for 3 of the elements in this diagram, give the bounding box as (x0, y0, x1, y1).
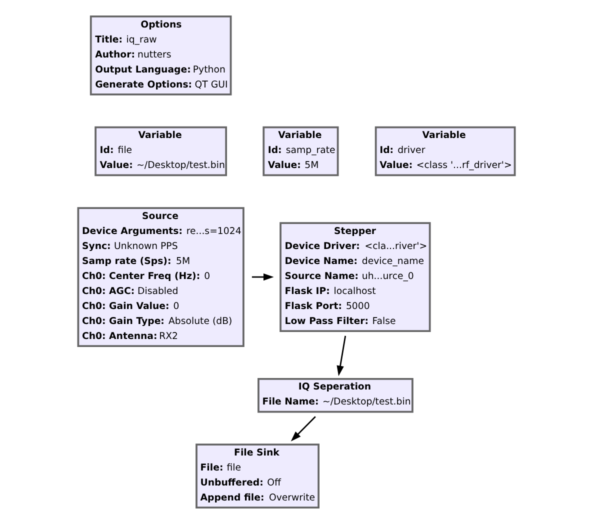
arrow (336, 336, 346, 376)
arrow (290, 416, 316, 442)
arrow (252, 273, 274, 281)
